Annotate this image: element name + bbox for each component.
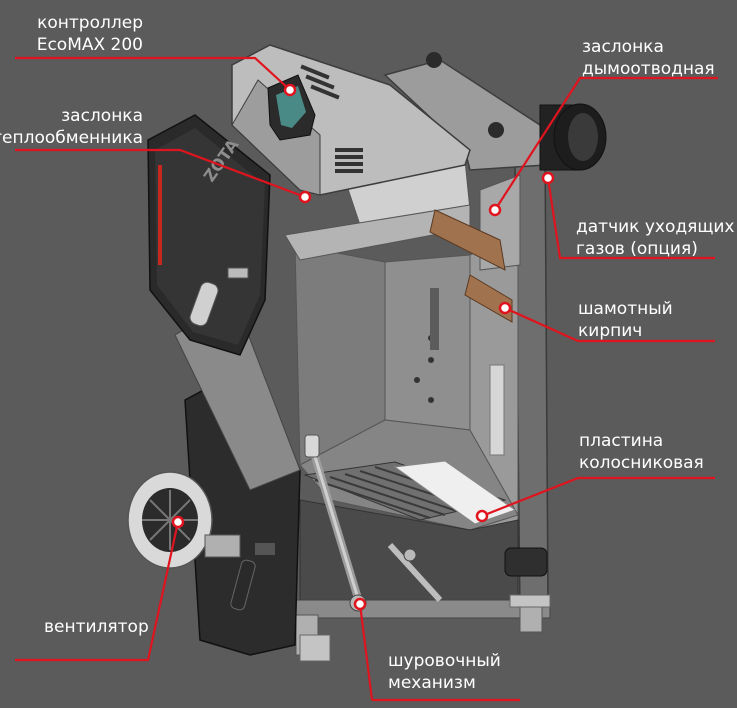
marker-grate: [475, 509, 489, 523]
label-hx-damper-line1: заслонка: [61, 106, 143, 126]
label-brick-line1: шамотный: [578, 299, 673, 319]
label-poker-line1: шуровочный: [388, 651, 501, 671]
marker-smoke-damper: [488, 203, 502, 217]
label-fan-line1: вентилятор: [44, 617, 149, 637]
marker-hx-damper: [298, 190, 312, 204]
label-brick-line2: кирпич: [578, 321, 643, 341]
leader-lines: [15, 56, 718, 702]
label-poker-mechanism: шуровочный механизм: [388, 650, 501, 694]
marker-poker: [353, 597, 367, 611]
front-door: [147, 114, 301, 656]
label-flue-sensor-line1: датчик уходящих: [576, 217, 735, 237]
label-hx-damper-line2: теплообменника: [0, 128, 143, 148]
marker-flue-sensor: [541, 171, 555, 185]
label-flue-gas-sensor: датчик уходящих газов (опция): [576, 216, 734, 260]
poker-mechanism-graphic: [304, 434, 443, 612]
marker-controller: [283, 83, 297, 97]
top-unit: [231, 44, 607, 271]
label-smoke-damper-line1: заслонка: [582, 37, 664, 57]
marker-fan: [171, 515, 185, 529]
label-grate-line1: пластина: [579, 431, 664, 451]
label-controller: контроллер EcoMAX 200: [37, 12, 143, 56]
marker-brick: [498, 301, 512, 315]
label-poker-line2: механизм: [388, 673, 476, 693]
label-chamotte-brick: шамотный кирпич: [578, 298, 673, 342]
label-controller-line2: EcoMAX 200: [36, 35, 143, 55]
label-grate-line2: колосниковая: [579, 453, 704, 473]
label-controller-line1: контроллер: [37, 13, 143, 33]
label-grate-plate: пластина колосниковая: [579, 430, 704, 474]
label-heat-exchanger-damper: заслонка теплообменника: [0, 105, 143, 149]
grate: [303, 460, 517, 525]
label-fan: вентилятор: [44, 616, 149, 638]
label-smoke-damper-line2: дымоотводная: [582, 59, 715, 79]
leader-markers: [171, 83, 555, 611]
label-flue-sensor-line2: газов (опция): [576, 239, 698, 259]
fan-graphic: [127, 471, 241, 569]
label-smoke-damper: заслонка дымоотводная: [582, 36, 715, 80]
flue-sensor-graphic: [504, 547, 548, 577]
